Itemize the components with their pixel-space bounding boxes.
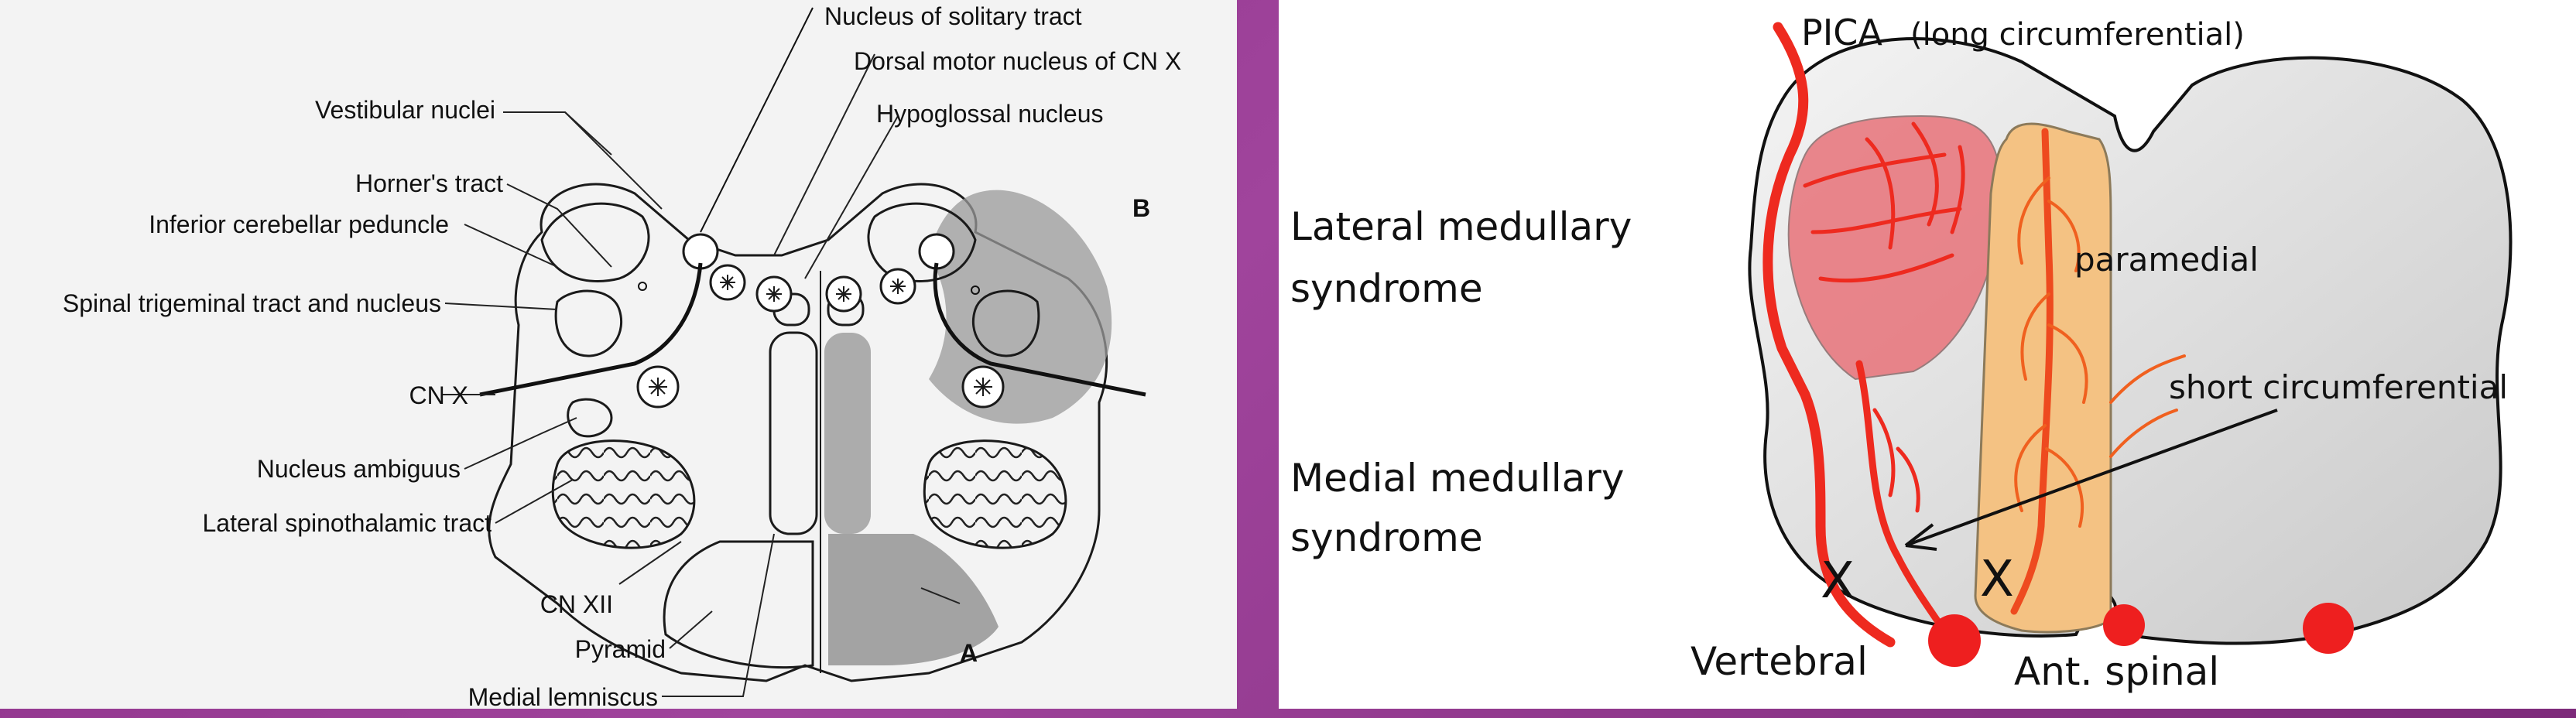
- medial-lemniscus-left: [769, 331, 818, 535]
- cn-x-fiber-left: [479, 262, 703, 397]
- spinal-trigeminal-left: [554, 289, 623, 357]
- contralateral-vertebral-circle: [2303, 603, 2354, 654]
- lateral-lesion-region-b: [929, 190, 1112, 424]
- label-vestibular-nuclei: Vestibular nuclei: [315, 96, 495, 124]
- label-inferior-cerebellar-peduncle: Inferior cerebellar peduncle: [149, 210, 449, 238]
- pica-branches: [1803, 121, 1965, 513]
- inferior-olive-right: [923, 439, 1067, 549]
- label-horners-tract: Horner's tract: [355, 169, 503, 197]
- label-region-b: B: [1132, 194, 1150, 222]
- label-x-mark-2: X: [1980, 551, 2014, 608]
- nuclei-stars: [649, 275, 992, 396]
- vertebral-artery-circle: [1928, 614, 1981, 667]
- medial-lemniscus-shaded: [824, 333, 871, 534]
- vascular-territory-diagram: PICA (long circumferential) Lateral medu…: [1290, 12, 2513, 694]
- pyramid-left: [663, 540, 814, 669]
- label-medial-lemniscus: Medial lemniscus: [468, 683, 658, 709]
- label-cn-x: CN X: [409, 381, 468, 409]
- label-vertebral: Vertebral: [1690, 639, 1868, 684]
- label-ant-spinal: Ant. spinal: [2014, 649, 2219, 694]
- label-pica-sub: (long circumferential): [1910, 17, 2245, 53]
- vascular-territory-panel: PICA (long circumferential) Lateral medu…: [1279, 0, 2576, 709]
- horners-tract-dot-left: [638, 282, 647, 291]
- vertebral-branch: [1855, 360, 1956, 646]
- medial-infarct-zone: [1974, 122, 2112, 634]
- spinal-trigeminal-right: [971, 289, 1040, 357]
- label-nucleus-ambiguus: Nucleus ambiguus: [257, 455, 461, 483]
- label-x-mark-1: X: [1821, 552, 1855, 610]
- label-paramedial: paramedial: [2074, 241, 2259, 279]
- arrow-head: [1904, 523, 1937, 551]
- label-dorsal-motor: Dorsal motor nucleus of CN X: [854, 47, 1181, 75]
- label-cn-xii: CN XII: [540, 590, 613, 618]
- label-medial-syndrome-line1: Medial medullary: [1290, 456, 1624, 501]
- inferior-olive-left: [551, 439, 696, 549]
- horners-tract-dot-right: [971, 285, 980, 295]
- label-region-a: A: [960, 639, 978, 667]
- label-lateral-syndrome-line1: Lateral medullary: [1290, 204, 1632, 249]
- pica-artery: [1762, 22, 1896, 648]
- lateral-infarct-zone: [1787, 115, 2002, 381]
- label-hypoglossal: Hypoglossal nucleus: [876, 100, 1104, 128]
- inferior-cerebellar-peduncle-left: [540, 202, 650, 282]
- label-lateral-syndrome-line2: syndrome: [1290, 266, 1483, 311]
- leader-lines: [441, 53, 961, 697]
- label-pyramid: Pyramid: [575, 635, 666, 663]
- medulla-cross-section-diagram: Vestibular nuclei Horner's tract Inferio…: [63, 2, 1181, 709]
- label-lateral-spinothalamic: Lateral spinothalamic tract: [202, 509, 492, 537]
- ant-spinal-penetrator: [2010, 128, 2054, 615]
- short-circumferential-arrow: [1905, 409, 2278, 547]
- nucleus-ambiguus-left: [567, 398, 613, 438]
- medial-lesion-region-a: [828, 534, 999, 665]
- medulla-outline: [488, 183, 1108, 682]
- label-nucleus-solitary: Nucleus of solitary tract: [824, 2, 1082, 30]
- inferior-cerebellar-peduncle-right: [867, 202, 977, 282]
- label-pica: PICA: [1801, 12, 1882, 53]
- cn-x-fiber-right: [933, 262, 1146, 397]
- medulla-cross-section-panel: Vestibular nuclei Horner's tract Inferio…: [0, 0, 1237, 709]
- solitary-fiber: [700, 7, 814, 233]
- label-short-circumferential: short circumferential: [2169, 368, 2508, 406]
- label-medial-syndrome-line2: syndrome: [1290, 515, 1483, 560]
- ant-spinal-artery-circle: [2103, 604, 2145, 646]
- label-spinal-trigeminal: Spinal trigeminal tract and nucleus: [63, 289, 441, 317]
